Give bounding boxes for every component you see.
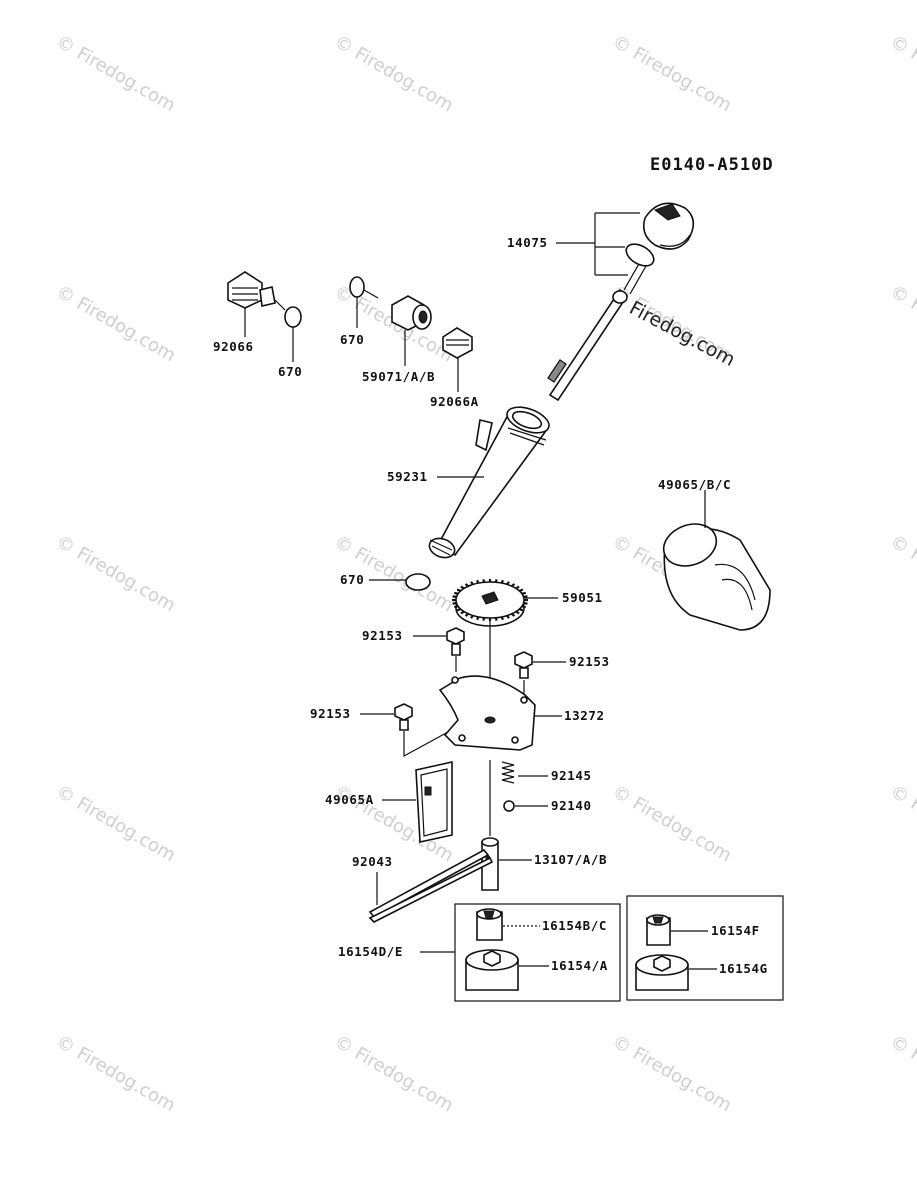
label-670-middle: 670: [340, 332, 364, 347]
gear-tooth: [494, 617, 498, 621]
watermark-text: © Firedog.com: [609, 1031, 735, 1116]
gear-tooth: [456, 607, 461, 612]
rotor-inner-16154F: [646, 914, 671, 946]
pin-92043: [368, 848, 494, 923]
o-ring-670-lower: [405, 573, 431, 591]
brand-watermark: Firedog.com: [626, 297, 739, 371]
rotor-outer-16154A: [465, 949, 519, 991]
label-92140: 92140: [551, 798, 592, 813]
label-59231: 59231: [387, 469, 428, 484]
rotor-inner-16154B: [476, 908, 503, 941]
label-16154DE: 16154D/E: [338, 944, 403, 959]
label-13272: 13272: [564, 708, 605, 723]
gear-tooth: [456, 588, 461, 593]
watermark-text: © Firedog.com: [53, 1031, 179, 1116]
label-92153-right: 92153: [569, 654, 610, 669]
label-92043: 92043: [352, 854, 393, 869]
gear-tooth: [519, 588, 524, 593]
gear-tooth: [470, 614, 474, 619]
label-670-lower: 670: [340, 572, 364, 587]
watermark-text: © Firedog.com: [609, 31, 735, 116]
plug-92066A: [442, 327, 473, 359]
watermark-text: © Firedog.com: [887, 281, 917, 366]
dipstick-14075: [547, 202, 695, 402]
plug-92066: [227, 271, 276, 309]
gear-tooth: [454, 591, 459, 595]
watermark-text: © Firedog.com: [53, 531, 179, 616]
label-92066A: 92066A: [430, 394, 479, 409]
gear-59051: [452, 579, 528, 627]
gear-tooth: [500, 616, 504, 621]
bolt-92153-top: [446, 627, 465, 656]
gear-tooth: [521, 605, 526, 609]
gear-tooth: [523, 595, 528, 598]
label-16154G: 16154G: [719, 961, 768, 976]
gear-tooth: [500, 579, 504, 584]
spring-92145: [501, 761, 515, 784]
gear-tooth: [521, 591, 526, 595]
watermark-text: © Firedog.com: [53, 31, 179, 116]
gear-tooth: [476, 616, 480, 621]
label-14075: 14075: [507, 235, 548, 250]
gear-tooth: [511, 612, 516, 617]
ball-92140: [503, 800, 515, 812]
watermark-text: © Firedog.com: [887, 31, 917, 116]
o-ring-670-left: [284, 306, 302, 328]
tube-59231: [428, 406, 550, 559]
oil-filter-49065: [662, 523, 771, 631]
bolt-92153-left: [394, 703, 413, 731]
watermark-text: © Firedog.com: [887, 781, 917, 866]
label-670-left: 670: [278, 364, 302, 379]
gear-tooth: [519, 607, 524, 612]
label-13107: 13107/A/B: [534, 852, 607, 867]
gear-tooth: [460, 585, 465, 590]
gear-tooth: [464, 612, 469, 617]
gear-tooth: [452, 595, 457, 598]
gear-tooth: [482, 579, 486, 583]
box-16154-f-g: [626, 895, 784, 1001]
watermark-text: © Firedog.com: [609, 781, 735, 866]
gear-tooth: [523, 602, 528, 605]
gear-tooth: [506, 614, 510, 619]
watermark-text: © Firedog.com: [53, 281, 179, 366]
cover-plate-13272: [438, 675, 536, 751]
gear-tooth: [454, 605, 459, 609]
gear-tooth: [452, 602, 457, 605]
label-92066: 92066: [213, 339, 254, 354]
diagram-code: E0140-A510D: [650, 155, 774, 175]
watermark-text: © Firedog.com: [887, 1031, 917, 1116]
watermark-text: © Firedog.com: [331, 31, 457, 116]
o-ring-670-middle: [349, 276, 365, 298]
watermark-text: © Firedog.com: [53, 781, 179, 866]
label-49065A: 49065A: [325, 792, 374, 807]
watermark-text: © Firedog.com: [331, 1031, 457, 1116]
watermark-text: © Firedog.com: [887, 531, 917, 616]
gear-tooth: [460, 610, 465, 615]
label-92153-top: 92153: [362, 628, 403, 643]
gear-tooth: [482, 617, 486, 621]
gear-tooth: [515, 585, 520, 590]
screen-49065A: [415, 761, 453, 843]
label-92153-left: 92153: [310, 706, 351, 721]
bolt-92153-right: [514, 651, 533, 679]
fitting-59071: [391, 295, 432, 331]
gear-tooth: [511, 583, 516, 588]
rotor-outer-16154G: [635, 954, 689, 991]
label-16154A: 16154/A: [551, 958, 608, 973]
label-59051: 59051: [562, 590, 603, 605]
gear-tooth: [470, 581, 474, 586]
gear-tooth: [515, 610, 520, 615]
gear-tooth: [464, 583, 469, 588]
gear-tooth: [506, 581, 510, 586]
gear-tooth: [476, 579, 480, 584]
label-49065: 49065/B/C: [658, 477, 731, 492]
label-59071: 59071/A/B: [362, 369, 435, 384]
label-16154F: 16154F: [711, 923, 760, 938]
label-16154BC: 16154B/C: [542, 918, 607, 933]
label-92145: 92145: [551, 768, 592, 783]
gear-tooth: [494, 579, 498, 583]
